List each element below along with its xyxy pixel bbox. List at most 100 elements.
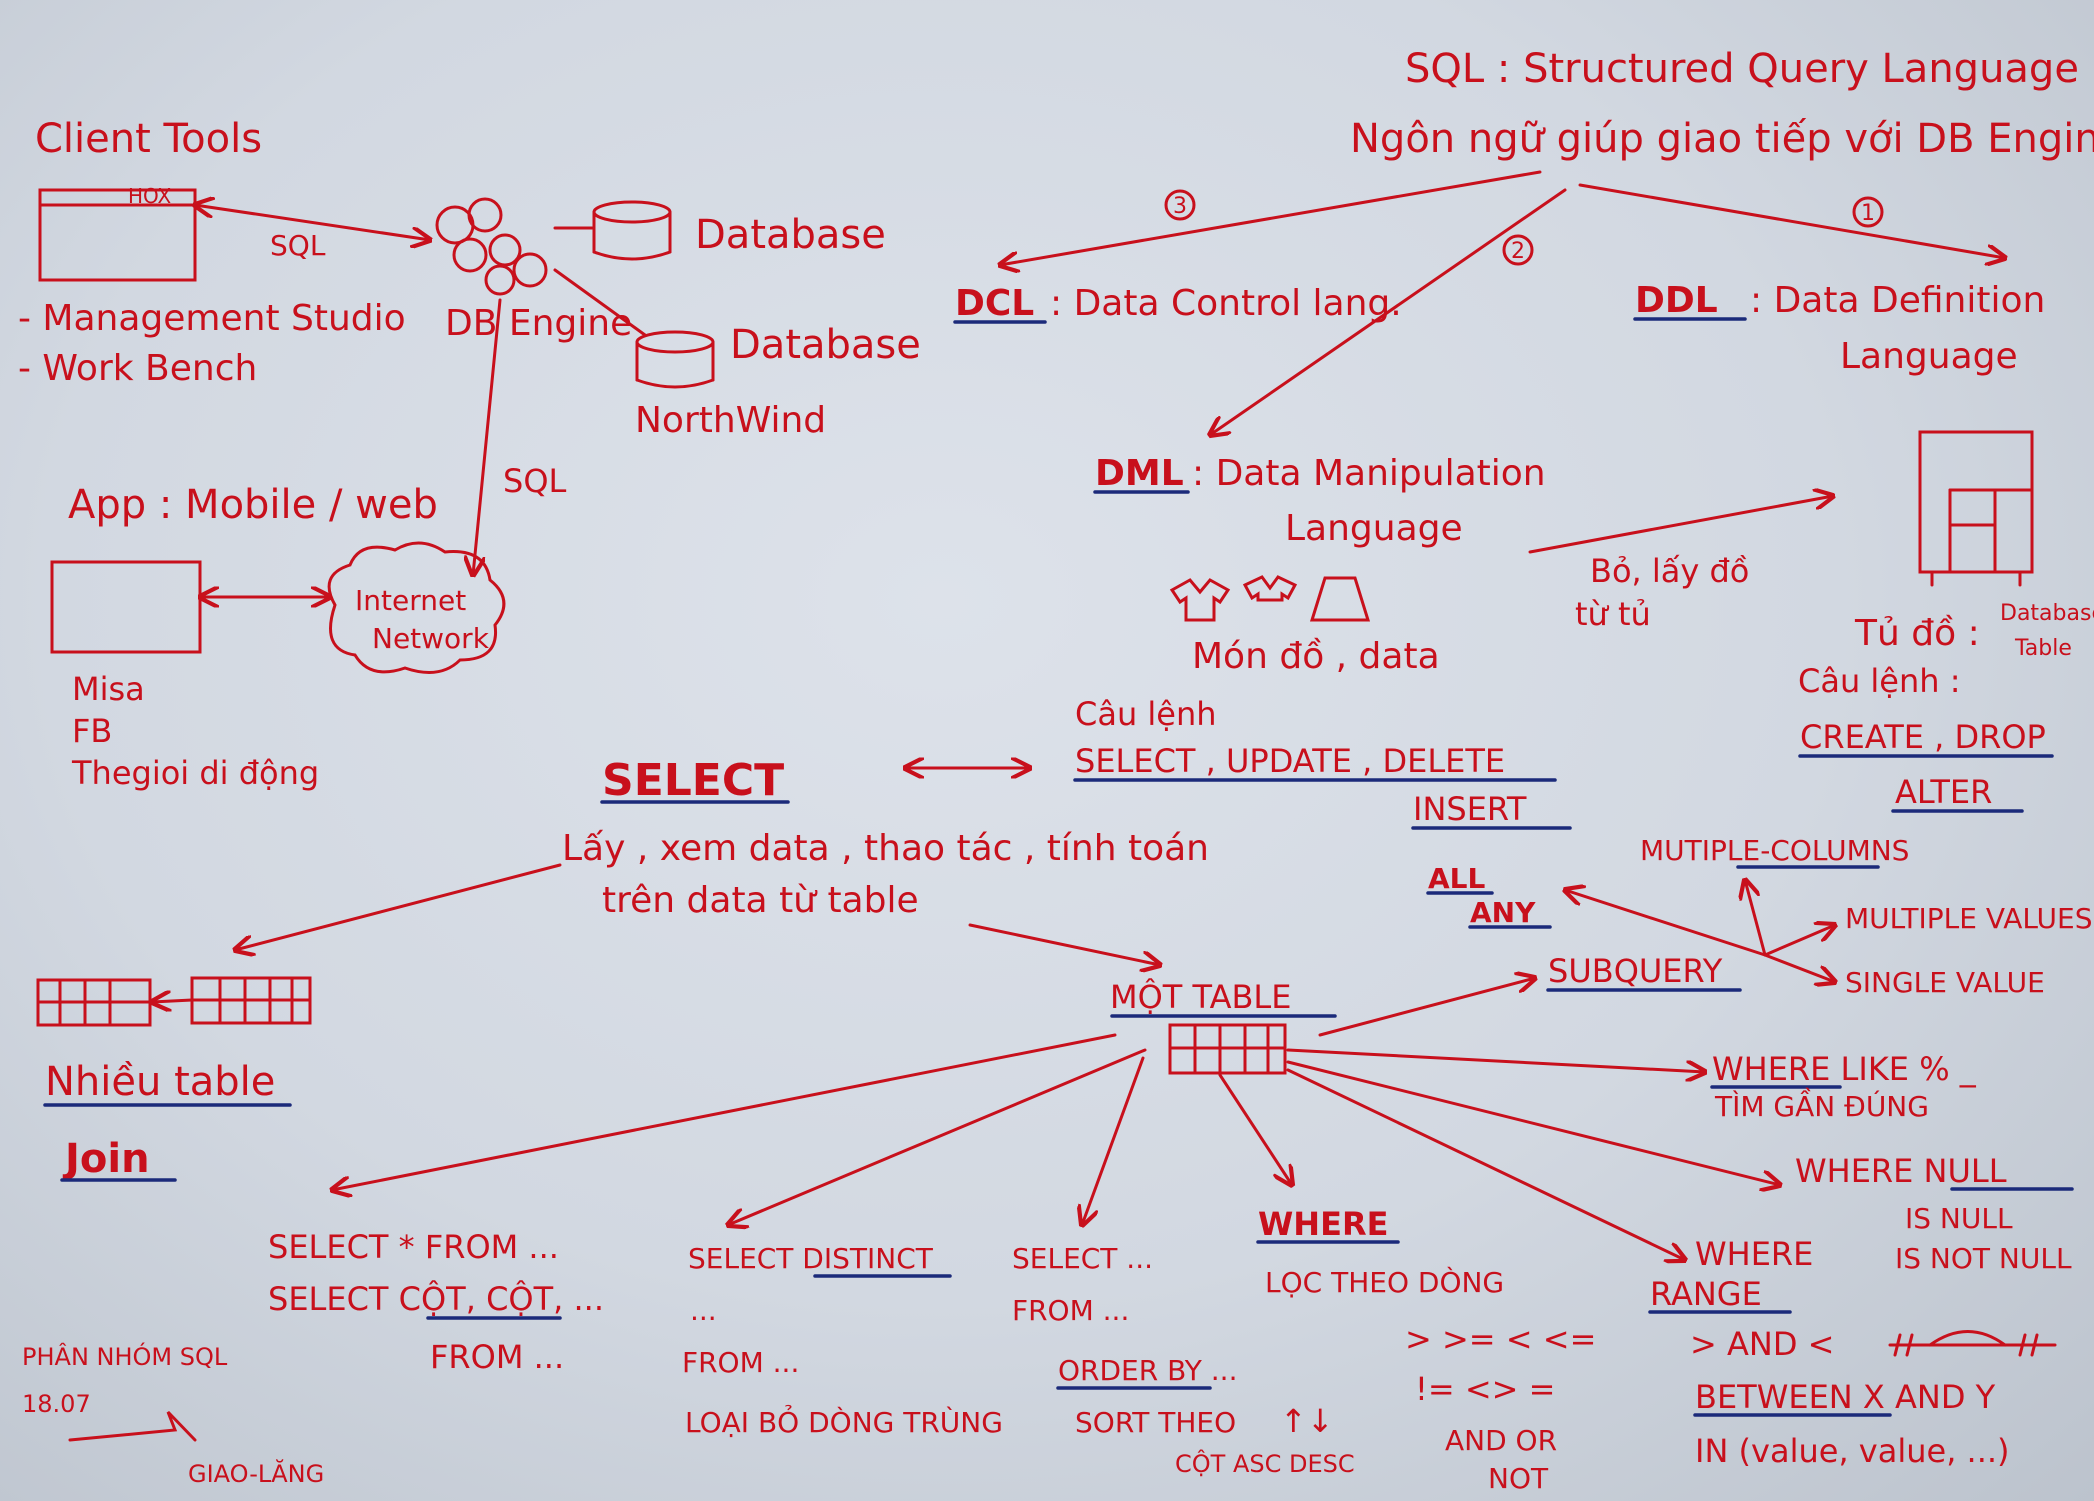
client-window-icon: HOX (38, 184, 197, 282)
thegioididong-label: Thegioi di động (71, 754, 319, 792)
engine-db2-link (553, 268, 647, 337)
sql-label-internet: SQL (503, 462, 567, 500)
num-1: 1 (1861, 201, 1875, 226)
db-engine-label: DB Engine (445, 303, 632, 344)
insert-label: INSERT (1413, 790, 1527, 828)
alter-label: ALTER (1895, 773, 1992, 811)
num-circle-1 (1852, 196, 1884, 228)
cau-lenh-ddl-label: Câu lệnh : (1798, 662, 1961, 700)
two-tables-icon (36, 976, 312, 1027)
where-range-range: RANGE (1650, 1275, 1762, 1313)
where-null-label: WHERE NULL (1795, 1152, 2007, 1190)
single-value-label: SINGLE VALUE (1845, 966, 2045, 999)
asc-desc-arrows: ↑↓ (1280, 1402, 1334, 1440)
where-label: WHERE (1258, 1205, 1388, 1243)
fb-label: FB (72, 712, 112, 750)
client-engine-link (195, 205, 430, 240)
any-label: ANY (1470, 896, 1536, 929)
ops-1-label: > >= < <= (1405, 1320, 1596, 1358)
bo-lay-do-label: Bỏ, lấy đồ (1590, 552, 1749, 590)
ddl-full-2: Language (1840, 336, 2018, 377)
arrow-to-dml (1210, 188, 1567, 435)
dml-full-1: : Data Manipulation (1192, 453, 1546, 494)
subquery-to-multiple-values (1763, 925, 1835, 957)
select-title: SELECT (602, 755, 784, 806)
cau-lenh-dml-label: Câu lệnh (1075, 695, 1217, 733)
not-label: NOT (1488, 1462, 1549, 1495)
select-desc-1: Lấy , xem data , thao tác , tính toán (562, 828, 1209, 869)
multiple-values-label: MULTIPLE VALUES (1845, 902, 2093, 935)
wardrobe-icon (1918, 430, 2034, 587)
select-to-join-arrow (235, 863, 562, 950)
arrow-to-select-star (332, 1033, 1117, 1190)
database-label-1: Database (695, 212, 886, 258)
database-icon-2 (635, 330, 715, 389)
subquery-label: SUBQUERY (1548, 952, 1723, 990)
select-dots-label: SELECT ... (1012, 1242, 1153, 1275)
arrow-to-ddl (1578, 183, 2005, 258)
subquery-to-single-value (1763, 953, 1835, 982)
ops-2-label: != <> = (1415, 1370, 1555, 1408)
select-to-one-table-arrow (968, 923, 1160, 965)
database-icon-1 (592, 200, 672, 261)
where-like-label: WHERE LIKE % _ (1712, 1050, 1977, 1088)
select-cols-label: SELECT CỘT, CỘT, ... (268, 1279, 604, 1318)
dcl-abbr: DCL (955, 283, 1034, 324)
from-2-label: FROM ... (682, 1346, 799, 1379)
signature-date: 18.07 (22, 1390, 91, 1418)
ddl-abbr: DDL (1635, 280, 1718, 321)
where-range-where: WHERE (1695, 1235, 1813, 1273)
is-not-null-label: IS NOT NULL (1895, 1242, 2072, 1275)
db-engine-icon (435, 197, 548, 296)
subquery-to-columns (1745, 880, 1767, 957)
database-table-label-2: Table (2014, 636, 2072, 661)
app-mobile-web-label: App : Mobile / web (68, 482, 438, 528)
database-label-2: Database (730, 322, 921, 368)
network-label: Network (372, 622, 490, 655)
northwind-label: NorthWind (635, 400, 826, 441)
tu-do-label: Tủ đồ : (1854, 613, 1980, 654)
sql-title: SQL : Structured Query Language (1405, 46, 2079, 92)
dcl-full: : Data Control lang. (1050, 283, 1402, 324)
and-or-label: AND OR (1445, 1424, 1557, 1457)
arrow-to-where-range (1286, 1068, 1685, 1260)
from-3-label: FROM ... (1012, 1294, 1129, 1327)
nhieu-table-label: Nhiều table (45, 1059, 275, 1105)
arrow-to-dcl (1000, 170, 1542, 265)
loai-bo-label: LOẠI BỎ DÒNG TRÙNG (685, 1403, 1003, 1439)
signature-name: GIAO-LĂNG (188, 1458, 324, 1488)
num-circle-3 (1164, 189, 1196, 221)
workbench-label: - Work Bench (18, 348, 257, 389)
cot-asc-desc-label: CỘT ASC DESC (1175, 1448, 1355, 1478)
svg-text:HOX: HOX (128, 184, 172, 208)
one-table-icon (1168, 1023, 1287, 1075)
arrow-to-order-by (1082, 1056, 1145, 1225)
arrow-to-where-like (1286, 1048, 1705, 1072)
join-label: Join (62, 1136, 150, 1182)
arrow-to-distinct (728, 1048, 1147, 1225)
loc-theo-dong-label: LỌC THEO DÒNG (1265, 1265, 1504, 1299)
dml-full-2: Language (1285, 508, 1463, 549)
signature-group: PHÂN NHÓM SQL (22, 1341, 228, 1371)
sort-theo-label: SORT THEO (1075, 1406, 1236, 1439)
signature-scribble (68, 1410, 197, 1442)
dots-label: ... (690, 1294, 717, 1327)
sql-label-client: SQL (270, 229, 326, 262)
tim-gan-dung-label: TÌM GẦN ĐÚNG (1714, 1086, 1929, 1123)
clothes-icon (1169, 575, 1371, 622)
client-tools-label: Client Tools (35, 116, 262, 162)
create-drop-label: CREATE , DROP (1800, 718, 2046, 756)
num-2: 2 (1511, 239, 1525, 264)
mon-do-data-label: Món đồ , data (1192, 636, 1440, 677)
and-compare-label: > AND < (1690, 1325, 1834, 1363)
ddl-full-1: : Data Definition (1750, 280, 2045, 321)
between-label: BETWEEN X AND Y (1695, 1378, 1996, 1416)
management-studio-label: - Management Studio (18, 298, 406, 339)
select-desc-2: trên data từ table (602, 880, 919, 921)
range-line-icon (1888, 1330, 2057, 1357)
mot-table-label: MỘT TABLE (1110, 977, 1291, 1016)
app-window-icon (50, 560, 202, 654)
arrow-to-where-null (1286, 1060, 1780, 1185)
num-3: 3 (1173, 194, 1187, 219)
is-null-label: IS NULL (1905, 1202, 2013, 1235)
